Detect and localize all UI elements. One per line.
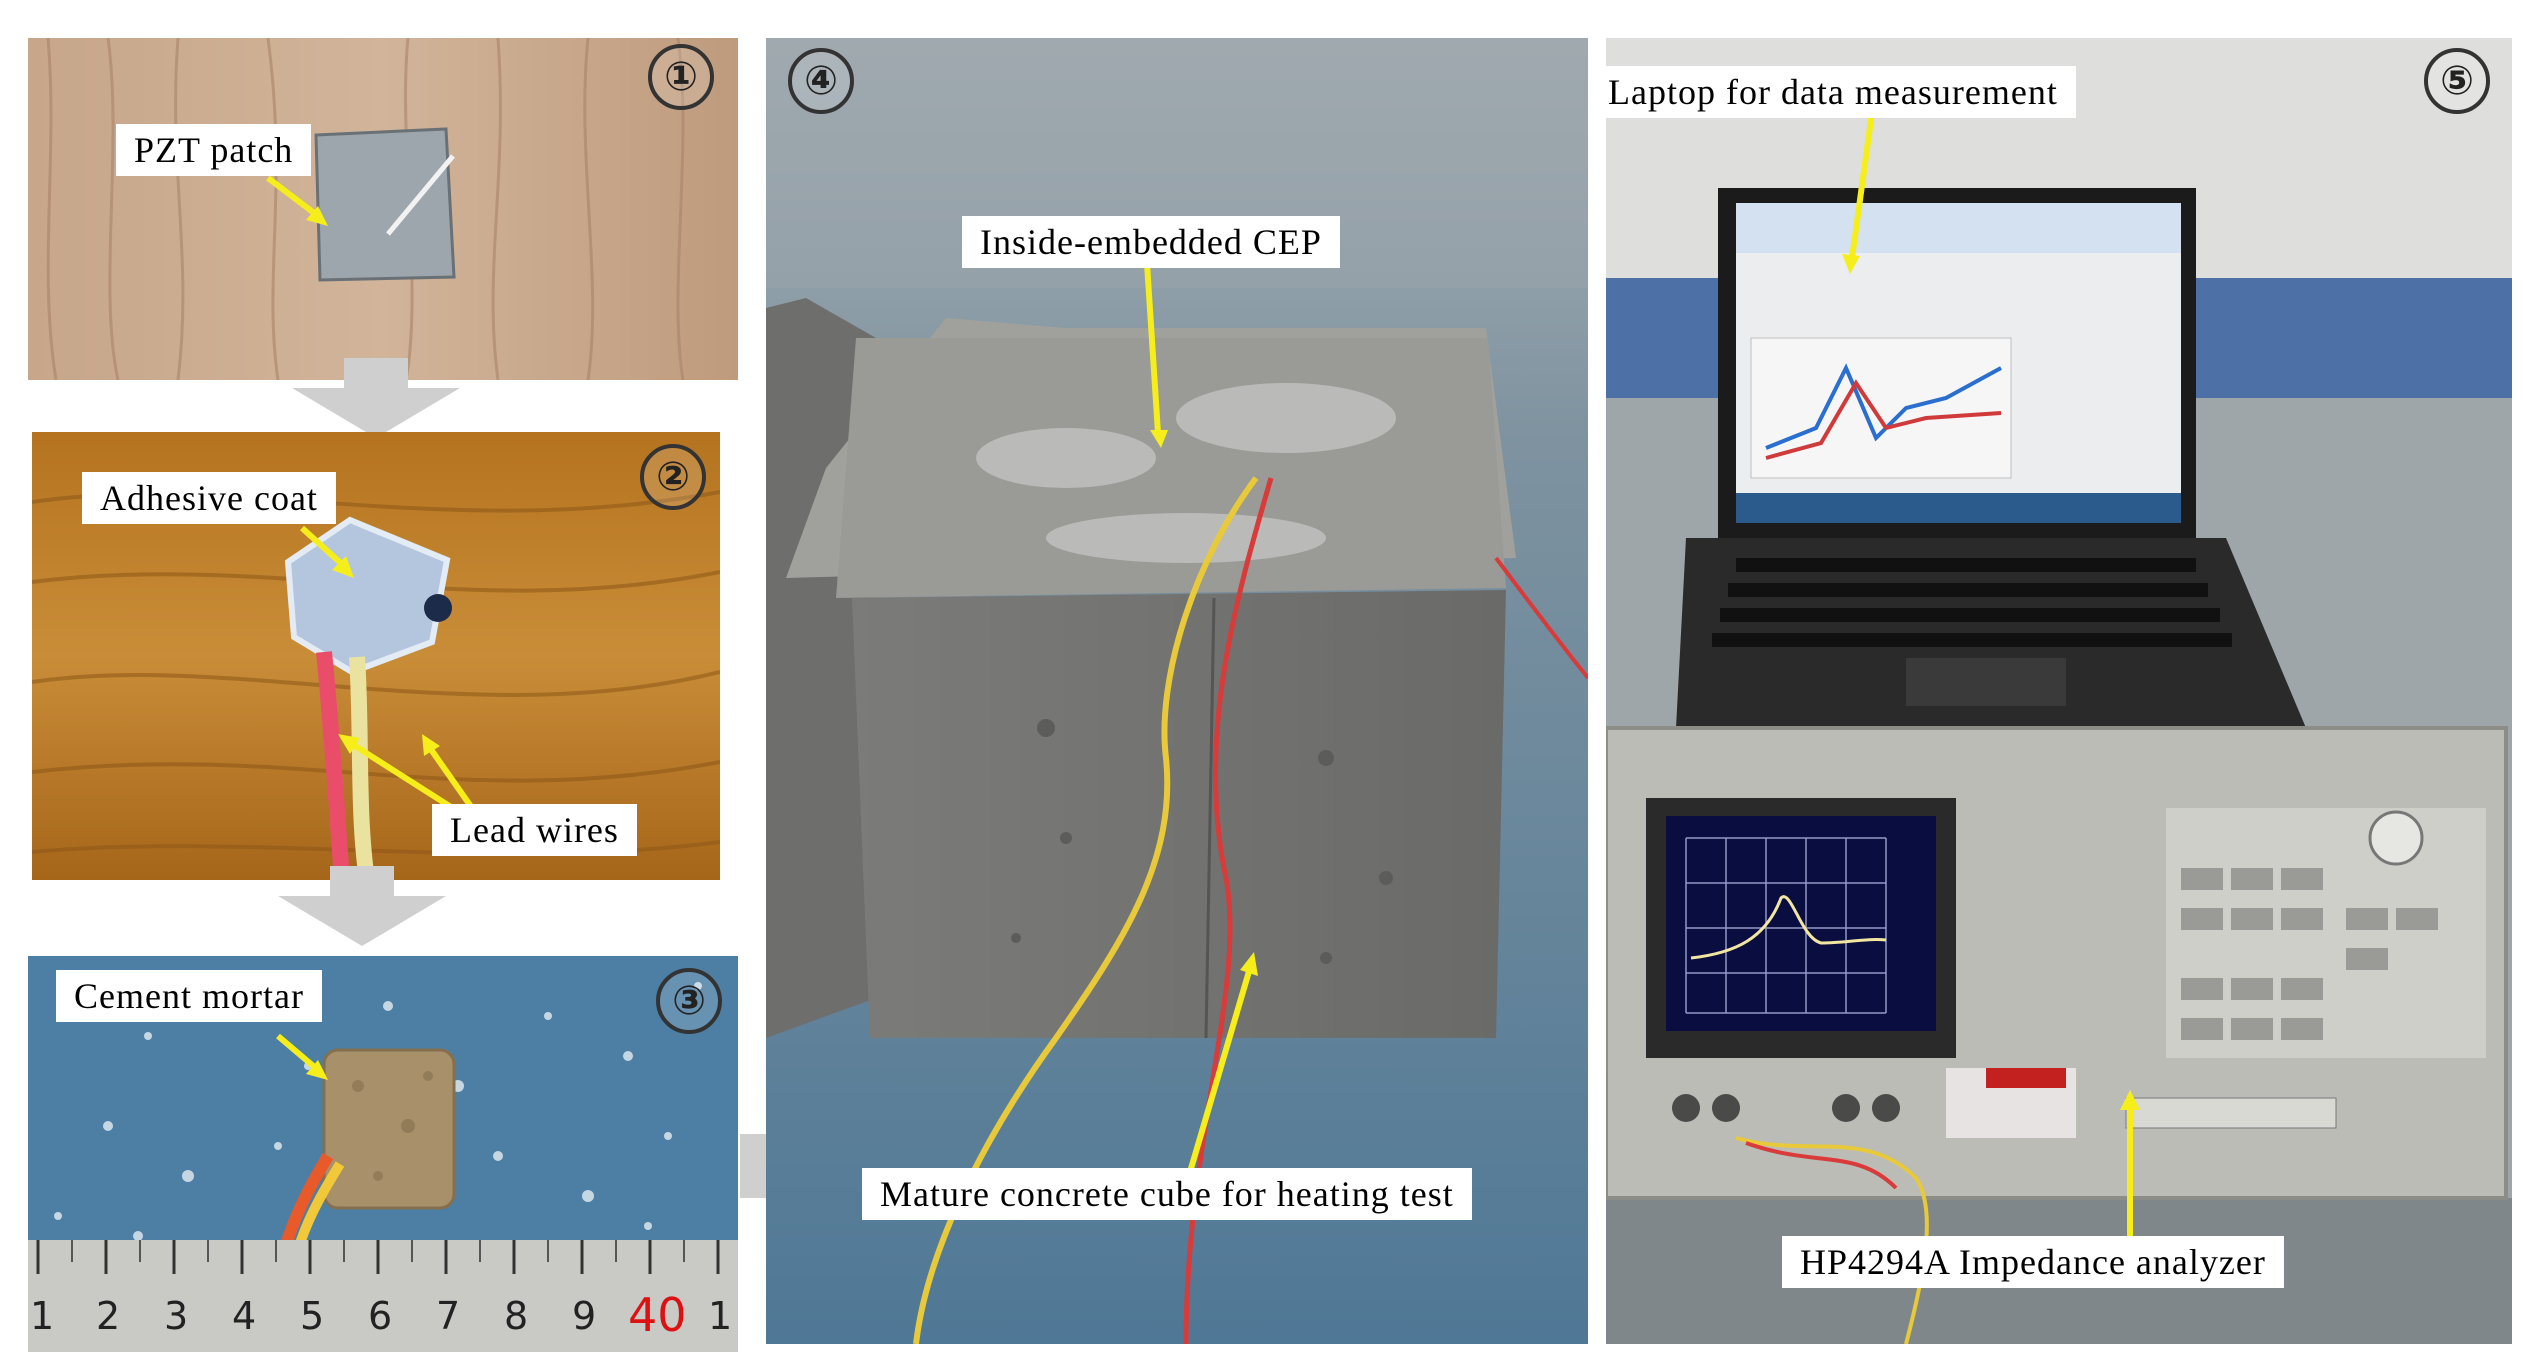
- wood-photo: [28, 38, 738, 380]
- panel-number-3: ③: [656, 968, 722, 1034]
- panel-number-4: ④: [788, 48, 854, 114]
- floor-photo: [28, 956, 738, 1352]
- lead-wires-label: Lead wires: [432, 804, 637, 856]
- ruler-label-8: 8: [504, 1294, 529, 1338]
- panel-cement-mortar: 1 2 3 4 5 6 7 8 9 40 1 Cement mortar ③: [28, 956, 738, 1352]
- ruler-label-40: 40: [628, 1288, 687, 1342]
- flow-arrow-down-2: [278, 866, 446, 946]
- lab-equipment-photo: [1606, 38, 2512, 1344]
- panel-measurement-equipment: Laptop for data measurement HP4294A Impe…: [1606, 38, 2512, 1344]
- ruler-label-2: 2: [96, 1294, 121, 1338]
- ruler-label-4: 4: [232, 1294, 257, 1338]
- concrete-cube-photo: [766, 38, 1588, 1344]
- laptop-label: Laptop for data measurement: [1606, 66, 2076, 118]
- panel-number-5: ⑤: [2424, 48, 2490, 114]
- ruler-label-5: 5: [300, 1294, 325, 1338]
- ruler-label-9: 9: [572, 1294, 597, 1338]
- panel-concrete-cube: Inside-embedded CEP Mature concrete cube…: [766, 38, 1588, 1344]
- ruler-label-3: 3: [164, 1294, 189, 1338]
- ruler-label-7: 7: [436, 1294, 461, 1338]
- ruler-label-1: 1: [30, 1294, 55, 1338]
- inside-embedded-cep-label: Inside-embedded CEP: [962, 216, 1340, 268]
- ruler-label-6: 6: [368, 1294, 393, 1338]
- mature-concrete-cube-label: Mature concrete cube for heating test: [862, 1168, 1472, 1220]
- panel-number-2: ②: [640, 444, 706, 510]
- adhesive-coat-label: Adhesive coat: [82, 472, 336, 524]
- panel-number-1: ①: [648, 44, 714, 110]
- impedance-analyzer-label: HP4294A Impedance analyzer: [1782, 1236, 2284, 1288]
- pzt-patch-label: PZT patch: [116, 124, 312, 176]
- flow-arrow-down-1: [292, 358, 460, 438]
- ruler-label-1-end: 1: [708, 1294, 733, 1338]
- panel-adhesive-coat: Adhesive coat Lead wires ②: [32, 432, 720, 880]
- panel-pzt-patch: PZT patch ①: [28, 38, 738, 380]
- cement-mortar-label: Cement mortar: [56, 970, 322, 1022]
